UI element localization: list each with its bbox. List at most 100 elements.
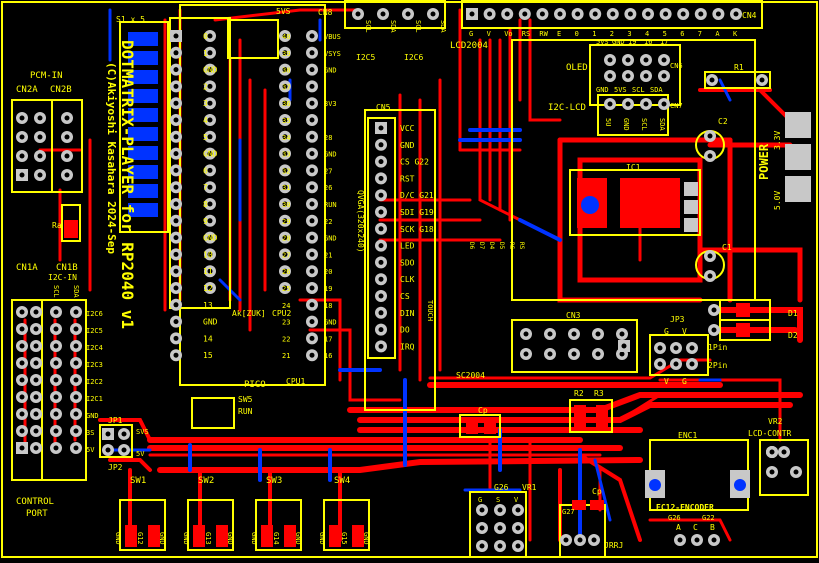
pico-right-pad bbox=[306, 248, 318, 261]
jp3-g2-label: G bbox=[682, 377, 687, 386]
vr2-pad bbox=[766, 466, 778, 478]
cn1a-pad bbox=[16, 374, 28, 386]
jp1-pad bbox=[118, 428, 130, 440]
cn1a-pad bbox=[16, 391, 28, 403]
i2c-pin-label: I2C5 bbox=[86, 327, 103, 335]
pico-left-label: 15 bbox=[203, 351, 213, 360]
pico-right-pad bbox=[306, 97, 318, 110]
cn1b-pad bbox=[50, 306, 62, 318]
pico-left-pad bbox=[170, 248, 182, 261]
enc-pad bbox=[708, 534, 720, 546]
pico-right-label: RUN bbox=[324, 201, 337, 209]
r2-label: R2 bbox=[574, 389, 584, 398]
pico-pin-number: 30 bbox=[282, 201, 290, 209]
jrr-label: JRRJ bbox=[604, 541, 623, 550]
cn4-pad bbox=[571, 8, 584, 20]
power-3v3-label: 3.3V bbox=[773, 131, 782, 150]
sc2004-label: SC2004 bbox=[456, 371, 485, 380]
g27-pad bbox=[560, 534, 572, 546]
cn5-pad bbox=[375, 138, 387, 151]
cn1a-pad bbox=[16, 425, 28, 437]
cn5-pin-label: CS bbox=[400, 292, 410, 301]
pico-right-label: 3V3 bbox=[324, 100, 337, 108]
pico-right-pad bbox=[306, 181, 318, 194]
pico-right-pad bbox=[306, 198, 318, 210]
oled-pin-label: SCL bbox=[632, 86, 645, 94]
cn2a-pad bbox=[16, 169, 28, 181]
cn5-pin-label: CS G22 bbox=[400, 158, 429, 167]
pico-left-pad bbox=[170, 332, 182, 345]
enc-g26-label: G26 bbox=[668, 514, 681, 522]
pico-pin-number: 37 bbox=[282, 83, 290, 91]
dip-switch-slot bbox=[128, 70, 158, 84]
pico-pin-number: 27 bbox=[282, 251, 290, 259]
pico-right-pad bbox=[306, 114, 318, 126]
cn5-pin-label: VCC bbox=[400, 124, 415, 133]
cn4-pad bbox=[536, 8, 549, 20]
pico-left-label: 6 bbox=[203, 166, 208, 175]
sv5-top-label: 5VS bbox=[276, 7, 291, 16]
pico-pin-number: 33 bbox=[282, 151, 290, 159]
i2c-lcd-label: I2C-LCD bbox=[548, 103, 586, 113]
resistor-label: D5 bbox=[498, 242, 505, 250]
ra-label: Ra bbox=[52, 221, 62, 230]
pico-left-pad bbox=[170, 164, 182, 177]
pico-inner-pad bbox=[204, 80, 216, 93]
pico-left-pad bbox=[170, 80, 182, 93]
pico-right-label: GND bbox=[324, 151, 337, 159]
pico-right-pad bbox=[306, 80, 318, 93]
cn1b-pad bbox=[70, 306, 82, 318]
scl-label: SCL bbox=[52, 285, 60, 298]
cn6-pin-label: GND bbox=[612, 38, 625, 46]
cn3-pad bbox=[520, 348, 532, 360]
dip-switch-slot bbox=[128, 108, 158, 122]
c2-pad bbox=[704, 130, 716, 142]
jp3-v-label: V bbox=[682, 327, 687, 336]
pico-pin-number: 34 bbox=[282, 134, 290, 142]
cn5-pad bbox=[375, 256, 387, 269]
cn5-pad bbox=[375, 273, 387, 286]
sw-pin-label: G14 bbox=[272, 532, 280, 545]
pico-right-pad bbox=[306, 130, 318, 143]
pico-left-label: 11 bbox=[203, 267, 213, 276]
pico-right-label: GND bbox=[324, 235, 337, 243]
pico-left-pad bbox=[170, 265, 182, 278]
sw-pin-label: G15 bbox=[340, 532, 348, 545]
s1-label: S1 x 5 bbox=[116, 15, 145, 24]
pico-inner-pad bbox=[204, 147, 216, 160]
dip-switch-slot bbox=[128, 32, 158, 46]
pico-inner-pad bbox=[279, 214, 291, 227]
pico-inner-pad bbox=[279, 265, 291, 278]
pico-left-pad bbox=[170, 349, 182, 362]
pico-inner-pad bbox=[279, 114, 291, 126]
r3-label: R3 bbox=[594, 389, 604, 398]
sw-pin-label: GND bbox=[294, 532, 302, 545]
g27-label: G27 bbox=[562, 508, 575, 516]
pico-right-label: 21 bbox=[324, 251, 332, 259]
pico-label: PICO bbox=[244, 380, 266, 390]
pico-right-label: GND bbox=[324, 67, 337, 75]
i2c6-label: I2C6 bbox=[404, 53, 423, 62]
pico-left-label: 10 bbox=[203, 250, 213, 259]
qvga-label: QVGA(320x240) bbox=[356, 190, 365, 253]
pico-inner-pad bbox=[279, 181, 291, 194]
cn1b-pad bbox=[50, 408, 62, 420]
cn1b-pad bbox=[70, 374, 82, 386]
pico-right-pad bbox=[306, 63, 318, 76]
pico-right-label: VBUS bbox=[324, 33, 341, 41]
cn4-pad bbox=[466, 8, 478, 20]
cn5-pin-label: DIN bbox=[400, 309, 415, 318]
oled-pin-label: SDA bbox=[650, 86, 663, 94]
dip-switch-slot bbox=[128, 165, 158, 179]
pico-inner-pad bbox=[279, 248, 291, 261]
cn4-pin-label: 1 bbox=[592, 30, 596, 38]
cn6-label: CN6 bbox=[670, 62, 683, 70]
cn2b-label: CN2B bbox=[50, 85, 72, 95]
cn5-pad bbox=[375, 306, 387, 319]
cn1b-pad bbox=[70, 391, 82, 403]
pico-right-label: 17 bbox=[324, 335, 332, 343]
cn4-label: CN4 bbox=[742, 11, 757, 20]
cn1b-pad bbox=[70, 323, 82, 335]
cn6-pin-label: 17 bbox=[660, 38, 668, 46]
cn4-pin-label: V bbox=[487, 30, 492, 38]
